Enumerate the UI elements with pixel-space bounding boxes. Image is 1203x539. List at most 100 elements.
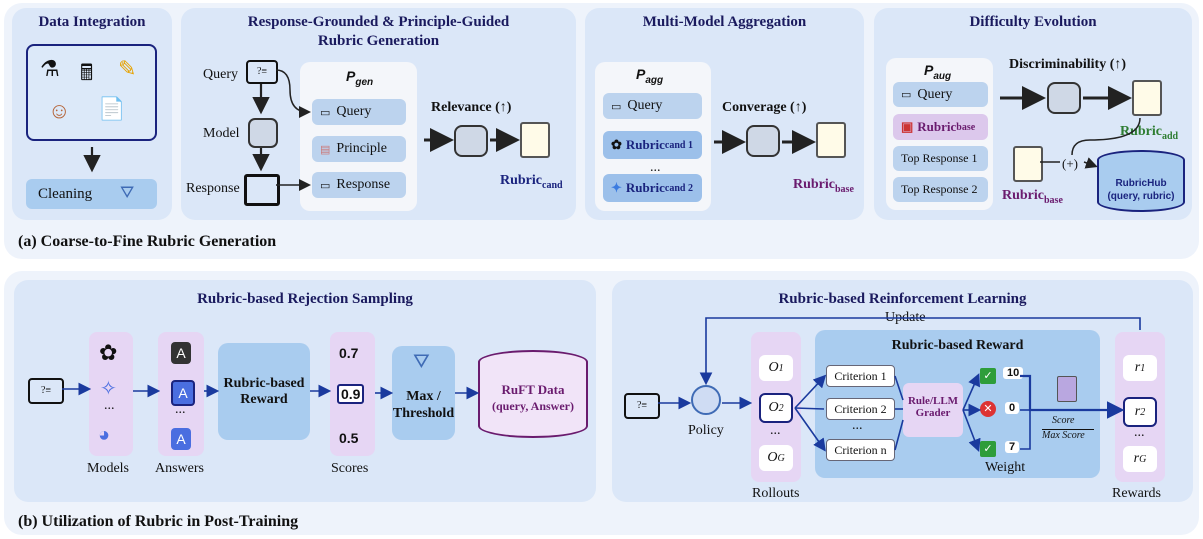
chip-icon: ▭: [901, 89, 912, 101]
chip-icon: ▭: [611, 100, 622, 113]
funnel-icon: ⛛: [413, 351, 430, 373]
models-ellipsis: ...: [104, 398, 115, 413]
document-icon: 📄: [98, 96, 126, 121]
caption-a: (a) Coarse-to-Fine Rubric Generation: [18, 233, 277, 250]
idea-icon: ✎: [118, 56, 137, 81]
rl-title: Rubric-based Reinforcement Learning: [778, 291, 1027, 307]
chip-icon: ▭: [320, 106, 331, 119]
query-bubble-icon: ?≡: [246, 60, 278, 84]
rubric-base-label: Rubricbase: [793, 177, 854, 195]
scores-label: Scores: [331, 461, 369, 476]
check-icon: ✓: [980, 368, 996, 384]
cleaning-label: Cleaning: [38, 186, 93, 202]
clipboard-icon: [1132, 80, 1162, 116]
rubric-generation-title-1: Response-Grounded & Principle-Guided: [247, 14, 510, 30]
section-a-arrows: [83, 69, 1141, 191]
openai-icon: ✿: [99, 340, 118, 365]
max-threshold-box: [392, 346, 455, 440]
filter-icon: ⛛: [120, 183, 135, 202]
p-agg-ellipsis: ...: [650, 160, 661, 175]
weight-1: 10: [1003, 367, 1024, 379]
score-fraction-bottom: Max Score: [1042, 430, 1085, 441]
difficulty-title: Difficulty Evolution: [969, 14, 1097, 30]
clipboard-icon: [520, 122, 550, 158]
criterion-1: Criterion 1: [826, 365, 895, 387]
models-label: Models: [87, 461, 129, 476]
max-label: Max /: [406, 389, 441, 404]
ruft-line2: (query, Answer): [492, 399, 574, 413]
p-agg-chip-query: ▭Query: [603, 93, 702, 119]
rubric-base-label: Rubricbase: [1002, 188, 1063, 206]
deepseek-icon: ◕: [98, 424, 111, 446]
rewards-label: Rewards: [1112, 486, 1161, 501]
clipboard-icon: ▣: [901, 119, 914, 134]
rewards-ellipsis: ...: [1134, 425, 1145, 440]
ruft-line1: RuFT Data: [501, 382, 565, 397]
gemini-icon: ✦: [611, 180, 622, 195]
criterion-n: Criterion n: [826, 439, 895, 461]
p-agg-label: Pagg: [636, 66, 664, 86]
score-2: 0.9: [337, 384, 365, 404]
score-1: 0.7: [339, 345, 359, 361]
calculator-icon: [1057, 376, 1077, 402]
openai-icon: ✿: [611, 137, 622, 152]
weight-3: 7: [1005, 441, 1020, 453]
score-fraction-top: Score: [1052, 415, 1075, 426]
model-icon: ✧: [100, 378, 117, 400]
p-aug-chip-top-response-2: Top Response 2: [893, 177, 988, 202]
plus-operator: (+): [1062, 156, 1078, 171]
p-aug-label: Paug: [924, 62, 952, 82]
clipboard-icon: [816, 122, 846, 158]
cross-icon: ✕: [980, 401, 996, 417]
robot-icon: [746, 125, 780, 157]
grader-label: Rule/LLM Grader: [907, 395, 959, 419]
clipboard-icon: [1013, 146, 1043, 182]
answer-box-1: A: [171, 342, 191, 364]
query-label: Query: [203, 67, 238, 82]
rubrichub-line2: (query, rubric): [1107, 191, 1175, 202]
response-label: Response: [186, 181, 240, 196]
policy-label: Policy: [688, 423, 724, 438]
criterion-ellipsis: ...: [852, 418, 863, 433]
p-aug-chip-query: ▭Query: [893, 82, 988, 107]
answers-ellipsis: ...: [175, 402, 186, 417]
response-bubble-icon: [244, 174, 280, 206]
models-column: [89, 332, 133, 456]
weight-label: Weight: [985, 460, 1026, 475]
check-icon: ✓: [980, 441, 996, 457]
reward-area-title: Rubric-based Reward: [891, 338, 1024, 353]
rejection-sampling-title: Rubric-based Rejection Sampling: [197, 291, 413, 307]
principle-icon: ▤: [320, 143, 331, 156]
rubric-generation-title-2: Rubric Generation: [317, 33, 440, 49]
aggregation-title: Multi-Model Aggregation: [642, 14, 807, 30]
p-gen-label: Pgen: [346, 68, 374, 88]
robot-icon: [454, 125, 488, 157]
rubrichub-database: [1097, 150, 1185, 212]
caption-b: (b) Utilization of Rubric in Post-Traini…: [18, 513, 299, 530]
section-b-arrows: [62, 317, 1141, 452]
converage-label: Converage (↑): [722, 100, 807, 115]
data-sources-box: [26, 44, 157, 141]
grader-box: [903, 383, 963, 437]
rollouts-label: Rollouts: [752, 486, 800, 501]
p-aug-chip-top-response-1: Top Response 1: [893, 146, 988, 171]
query-bubble-icon: ?≡: [624, 393, 660, 419]
robot-icon: [248, 118, 278, 148]
person-icon: ☺: [48, 98, 71, 123]
policy-network-icon: [691, 385, 721, 415]
robot-icon: [1047, 82, 1081, 114]
p-gen-chip-response: ▭Response: [312, 172, 406, 198]
answers-label: Answers: [155, 461, 204, 476]
relevance-label: Relevance (↑): [431, 100, 512, 115]
ruft-database: [478, 350, 588, 438]
score-3: 0.5: [339, 430, 359, 446]
criterion-2: Criterion 2: [826, 398, 895, 420]
rubrichub-line1: RubricHub: [1115, 178, 1167, 189]
p-gen-chip-query: ▭Query: [312, 99, 406, 125]
chip-icon: ▭: [320, 179, 331, 192]
answer-box-2: A: [171, 380, 195, 406]
